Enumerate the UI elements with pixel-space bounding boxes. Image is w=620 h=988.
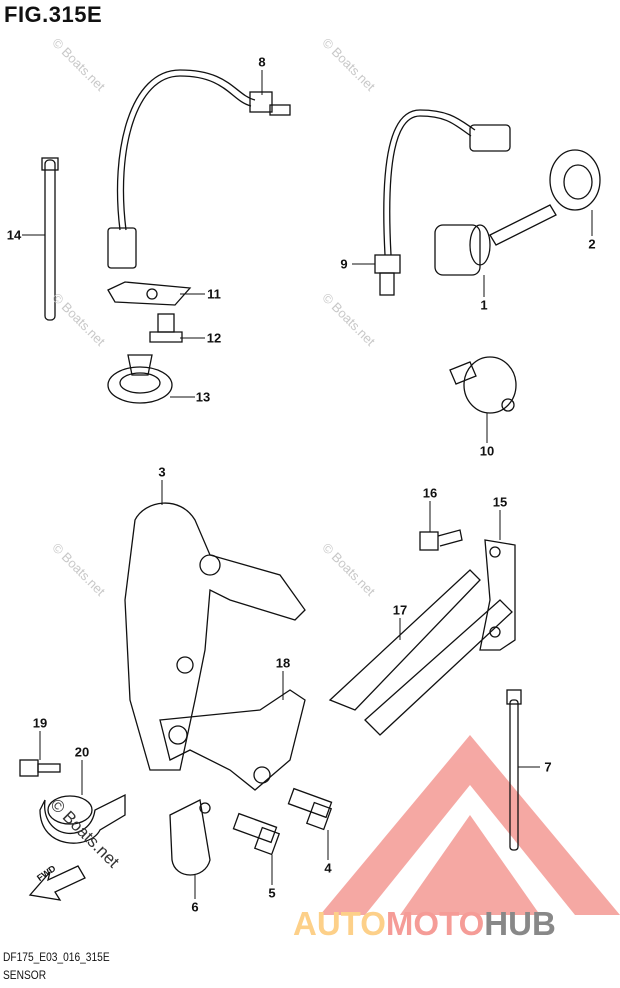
automotohub-logo: AUTOMOTOHUB	[293, 905, 556, 942]
callout-15: 15	[492, 494, 508, 510]
callout-19: 19	[32, 715, 48, 731]
part-15-bracket	[479, 539, 516, 651]
callout-9: 9	[340, 256, 348, 272]
part-13-clamp	[107, 354, 173, 404]
part-1-sensor	[434, 204, 557, 276]
callout-6: 6	[191, 899, 199, 915]
part-11-plate	[107, 281, 192, 306]
callout-7: 7	[544, 759, 552, 775]
part-3-bracket	[124, 502, 306, 771]
callout-14: 14	[6, 227, 22, 243]
callout-16: 16	[422, 485, 438, 501]
part-5-bolt	[232, 812, 281, 856]
part-12-bolt	[149, 313, 183, 343]
fwd-arrow-icon	[28, 865, 86, 901]
part-9-sensor	[374, 109, 511, 296]
part-8-sensor	[107, 69, 291, 269]
part-18-plate	[159, 689, 306, 791]
logo-triangle	[320, 735, 620, 915]
callout-5: 5	[268, 885, 276, 901]
callout-12: 12	[206, 330, 222, 346]
figure-title: FIG.315E	[4, 2, 103, 27]
callout-3: 3	[158, 464, 166, 480]
callout-17: 17	[392, 602, 408, 618]
diagram-name: SENSOR	[3, 968, 47, 982]
callout-4: 4	[324, 860, 332, 876]
part-20-clamp	[39, 793, 126, 844]
part-16-bolt	[419, 529, 463, 551]
part-14-cable-tie	[41, 157, 59, 321]
part-2-grommet	[549, 149, 601, 211]
callout-2: 2	[588, 236, 596, 252]
callout-11: 11	[207, 286, 221, 302]
callout-1: 1	[480, 297, 488, 313]
part-19-bolt	[19, 759, 61, 777]
diagram-code: DF175_E03_016_315E	[3, 950, 110, 964]
part-7-cable-tie	[506, 689, 522, 851]
callout-10: 10	[479, 443, 495, 459]
part-4-bolt	[287, 787, 333, 831]
callout-8: 8	[258, 54, 266, 70]
leader-lines	[22, 70, 593, 899]
part-17-link	[328, 569, 513, 736]
part-6-clip	[169, 799, 211, 876]
callout-18: 18	[275, 655, 291, 671]
part-10-switch	[449, 356, 517, 414]
callout-20: 20	[74, 744, 90, 760]
callout-13: 13	[195, 389, 211, 405]
